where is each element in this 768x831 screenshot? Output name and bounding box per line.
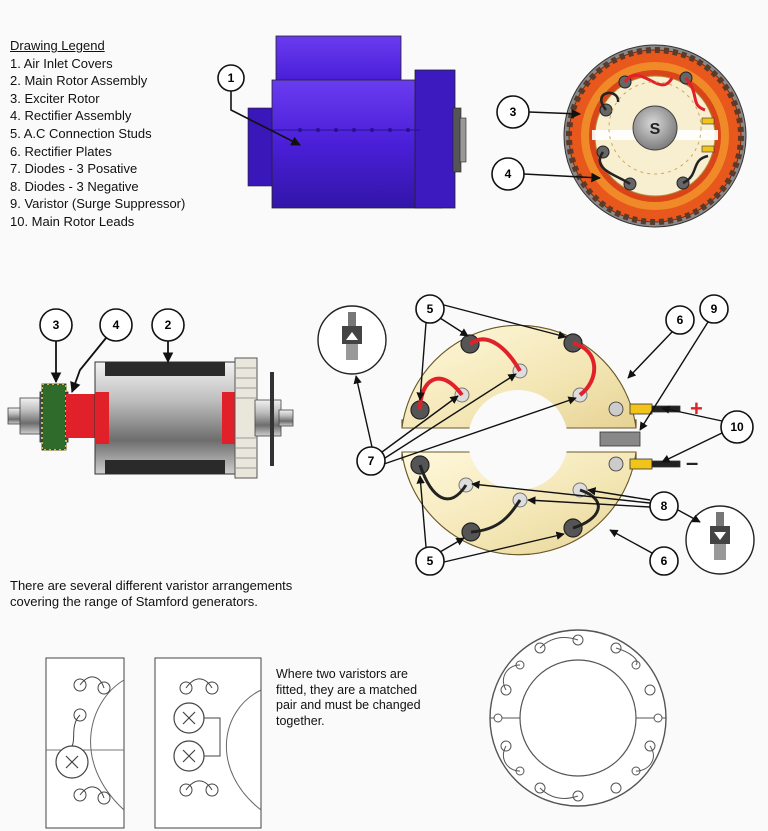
legend-item: 7. Diodes - 3 Posative	[10, 161, 138, 177]
callout-label: 8	[661, 499, 668, 513]
matched-pair-caption: Where two varistors are fitted, they are…	[276, 667, 421, 729]
callout-5-bottom: 5	[415, 475, 565, 576]
drawing-legend: Drawing Legend 1. Air Inlet Covers 2. Ma…	[10, 37, 185, 231]
caption-line: pair and must be changed	[276, 698, 421, 712]
varistor-arrangement-caption: There are several different varistor arr…	[10, 578, 292, 610]
callout-label: 9	[711, 302, 718, 316]
legend-item: 9. Varistor (Surge Suppressor)	[10, 196, 186, 212]
diode-inset-positive	[317, 305, 387, 375]
legend-item: 3. Exciter Rotor	[10, 90, 100, 106]
callout-label: 7	[368, 454, 375, 468]
caption-line: fitted, they are a matched	[276, 682, 418, 697]
callout-1: 1	[217, 64, 301, 146]
legend-item: 10. Main Rotor Leads	[10, 213, 135, 229]
positive-terminal-symbol: +	[690, 396, 703, 421]
callout-6-top: 6	[627, 305, 695, 379]
callout-3: 3	[496, 95, 581, 129]
callout-label: 1	[228, 71, 235, 85]
rotor-assembly	[7, 357, 294, 479]
callout-label: 5	[427, 554, 434, 568]
legend-item: 4. Rectifier Assembly	[10, 108, 132, 124]
callout-4-rotor: 4	[70, 308, 133, 394]
callout-label: 6	[677, 313, 684, 327]
caption-line: covering the range of Stamford generator…	[10, 594, 258, 609]
pole-label: S	[650, 121, 661, 138]
legend-item: 1. Air Inlet Covers	[10, 55, 113, 71]
diode-inset-negative	[685, 505, 755, 575]
generator-illustration	[247, 35, 467, 209]
legend-item: 2. Main Rotor Assembly	[10, 73, 148, 89]
callout-label: 3	[510, 105, 517, 119]
callout-label: 4	[505, 167, 512, 181]
callout-9: 9	[639, 294, 729, 431]
callout-3-rotor: 3	[39, 308, 73, 384]
caption-line: together.	[276, 713, 325, 728]
callout-label: 4	[113, 318, 120, 332]
rectifier-assembly: + –	[398, 324, 703, 556]
callout-label: 3	[53, 318, 60, 332]
legend-title: Drawing Legend	[10, 38, 105, 53]
callout-label: 6	[661, 554, 668, 568]
callout-label: 2	[165, 318, 172, 332]
callout-label: 5	[427, 302, 434, 316]
callout-8: 8	[471, 480, 701, 523]
callout-10: 10	[661, 405, 754, 463]
callout-4: 4	[491, 157, 601, 191]
callout-label: 10	[730, 420, 744, 434]
single-varistor-sketch	[45, 657, 125, 829]
double-varistor-sketch	[154, 657, 262, 829]
legend-item: 8. Diodes - 3 Negative	[10, 178, 139, 194]
legend-item: 6. Rectifier Plates	[10, 143, 112, 159]
legend-list: 1. Air Inlet Covers 2. Main Rotor Assemb…	[10, 55, 185, 231]
callout-2: 2	[151, 308, 185, 364]
caption-line: There are several different varistor arr…	[10, 578, 293, 593]
callout-6-bottom: 6	[609, 529, 679, 576]
negative-terminal-symbol: –	[686, 450, 698, 475]
callout-5-top: 5	[415, 294, 567, 401]
legend-item: 5. A.C Connection Studs	[10, 125, 152, 141]
caption-line: Where two varistors are	[276, 667, 408, 681]
exciter-end-view: S	[563, 44, 747, 228]
callout-7: 7	[353, 373, 577, 476]
rectifier-ring-sketch	[489, 629, 667, 807]
